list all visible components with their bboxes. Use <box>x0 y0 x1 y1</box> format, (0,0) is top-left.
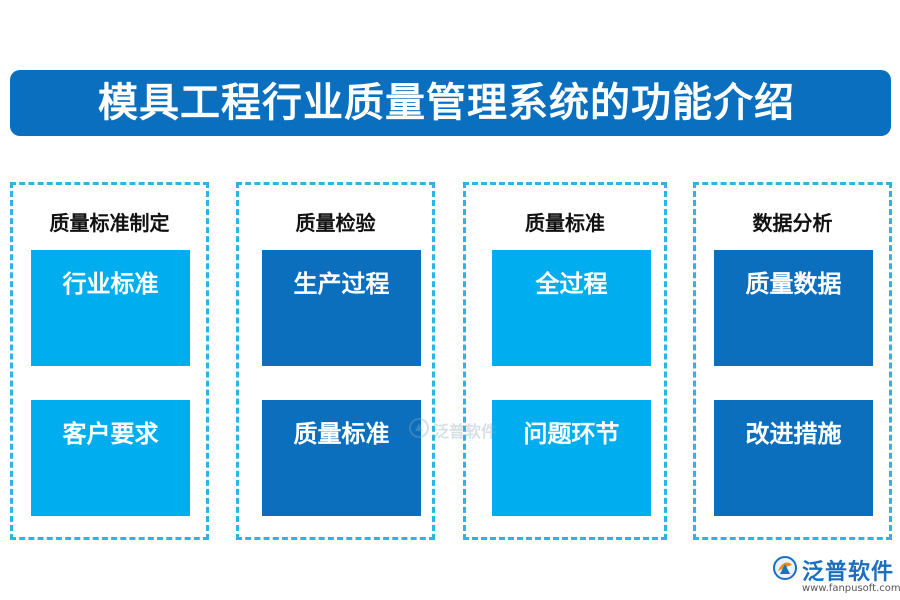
brand-logo: 泛普软件 <box>772 554 894 586</box>
watermark-text: 泛普软件 <box>433 422 498 441</box>
column-heading: 数据分析 <box>752 211 833 235</box>
watermark: 泛普软件 <box>408 417 497 443</box>
column-quality-standard: 质量标准 全过程 问题环节 <box>463 182 667 540</box>
feature-box: 质量标准 <box>262 400 421 516</box>
feature-box-label: 生产过程 <box>293 269 390 298</box>
feature-box-label: 行业标准 <box>62 269 159 298</box>
feature-box-label: 问题环节 <box>523 419 620 448</box>
feature-box: 生产过程 <box>262 250 421 366</box>
column-heading: 质量标准制定 <box>49 211 170 235</box>
feature-box: 问题环节 <box>492 400 651 516</box>
watermark-logo-icon <box>408 417 430 443</box>
column-quality-standard-setting: 质量标准制定 行业标准 客户要求 <box>10 182 209 540</box>
feature-box-label: 改进措施 <box>745 419 842 448</box>
feature-box-label: 客户要求 <box>62 419 159 448</box>
brand-name: 泛普软件 <box>802 560 895 585</box>
feature-box-label: 全过程 <box>535 269 608 298</box>
feature-box: 客户要求 <box>31 400 190 516</box>
feature-box: 行业标准 <box>31 250 190 366</box>
column-quality-inspection: 质量检验 生产过程 质量标准 <box>236 182 435 540</box>
brand-logo-icon <box>772 555 798 585</box>
column-data-analysis: 数据分析 质量数据 改进措施 <box>693 182 892 540</box>
title-banner: 模具工程行业质量管理系统的功能介绍 <box>10 70 891 136</box>
feature-box: 全过程 <box>492 250 651 366</box>
feature-box-label: 质量标准 <box>293 419 390 448</box>
feature-box-label: 质量数据 <box>745 269 842 298</box>
column-heading: 质量检验 <box>295 211 376 235</box>
page-title: 模具工程行业质量管理系统的功能介绍 <box>98 79 795 126</box>
feature-box: 改进措施 <box>714 400 873 516</box>
brand-url: www.fanpusoft.com <box>802 583 900 594</box>
column-heading: 质量标准 <box>525 211 605 235</box>
feature-box: 质量数据 <box>714 250 873 366</box>
